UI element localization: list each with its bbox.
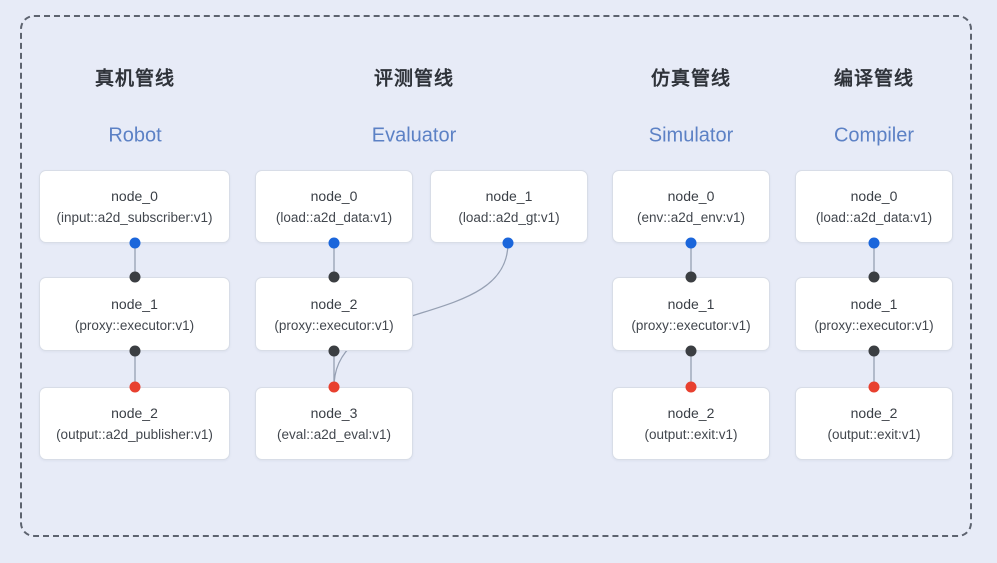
node-label: node_1 bbox=[111, 295, 158, 312]
pipeline-title-zh-simulator: 仿真管线 bbox=[650, 68, 732, 90]
node-box-evaluator-node_2: node_2(proxy::executor:v1) bbox=[255, 277, 413, 351]
pipeline-title-zh-robot: 真机管线 bbox=[94, 68, 176, 90]
black-port-dot bbox=[328, 345, 340, 357]
node-label: node_0 bbox=[310, 188, 358, 204]
blue-port-dot bbox=[129, 237, 141, 249]
node-box-simulator-node_1: node_1(proxy::executor:v1) bbox=[612, 277, 770, 351]
node-box-evaluator-node_0: node_0(load::a2d_data:v1) bbox=[255, 170, 413, 243]
red-port-dot bbox=[685, 381, 697, 393]
node-box-compiler-node_2: node_2(output::exit:v1) bbox=[795, 387, 953, 460]
pipeline-title-en-simulator: Simulator bbox=[648, 124, 734, 147]
black-port-dot bbox=[685, 345, 697, 357]
node-sublabel: (output::exit:v1) bbox=[644, 427, 738, 442]
node-sublabel: (load::a2d_gt:v1) bbox=[458, 210, 560, 225]
black-port-dot bbox=[685, 271, 697, 283]
node-box-evaluator-node_1: node_1(load::a2d_gt:v1) bbox=[430, 170, 588, 243]
pipeline-title-zh-compiler: 编译管线 bbox=[833, 68, 915, 90]
node-label: node_0 bbox=[667, 188, 715, 204]
blue-port-dot bbox=[502, 237, 514, 249]
node-box-compiler-node_1: node_1(proxy::executor:v1) bbox=[795, 277, 953, 351]
node-sublabel: (proxy::executor:v1) bbox=[74, 317, 195, 333]
pipeline-title-en-compiler: Compiler bbox=[833, 124, 915, 147]
node-label: node_0 bbox=[850, 188, 898, 204]
node-sublabel: (load::a2d_data:v1) bbox=[815, 210, 933, 225]
black-port-dot bbox=[868, 345, 880, 357]
node-sublabel: (eval::a2d_eval:v1) bbox=[276, 427, 392, 442]
node-label: node_1 bbox=[850, 295, 898, 312]
blue-port-dot bbox=[685, 237, 697, 249]
blue-port-dot bbox=[868, 237, 880, 249]
black-port-dot bbox=[328, 271, 340, 283]
node-sublabel: (output::exit:v1) bbox=[827, 427, 921, 442]
node-label: node_3 bbox=[310, 405, 358, 421]
node-label: node_2 bbox=[667, 405, 715, 421]
node-box-robot-node_2: node_2(output::a2d_publisher:v1) bbox=[39, 387, 230, 460]
node-box-robot-node_0: node_0(input::a2d_subscriber:v1) bbox=[39, 170, 230, 243]
red-port-dot bbox=[328, 381, 340, 393]
node-box-compiler-node_0: node_0(load::a2d_data:v1) bbox=[795, 170, 953, 243]
pipeline-title-en-evaluator: Evaluator bbox=[371, 124, 457, 147]
black-port-dot bbox=[129, 345, 141, 357]
pipeline-title-en-robot: Robot bbox=[108, 124, 162, 147]
pipeline-title-zh-evaluator: 评测管线 bbox=[373, 68, 455, 90]
node-sublabel: (output::a2d_publisher:v1) bbox=[56, 427, 213, 442]
red-port-dot bbox=[868, 381, 880, 393]
node-box-robot-node_1: node_1(proxy::executor:v1) bbox=[39, 277, 230, 351]
node-label: node_2 bbox=[850, 405, 898, 421]
node-sublabel: (proxy::executor:v1) bbox=[814, 317, 934, 333]
node-sublabel: (proxy::executor:v1) bbox=[274, 317, 394, 333]
node-label: node_1 bbox=[485, 188, 533, 204]
node-sublabel: (env::a2d_env:v1) bbox=[636, 210, 746, 225]
node-label: node_1 bbox=[667, 295, 715, 312]
red-port-dot bbox=[129, 381, 141, 393]
node-sublabel: (input::a2d_subscriber:v1) bbox=[56, 210, 213, 225]
node-label: node_2 bbox=[310, 295, 358, 312]
black-port-dot bbox=[129, 271, 141, 283]
node-sublabel: (load::a2d_data:v1) bbox=[275, 210, 393, 225]
node-sublabel: (proxy::executor:v1) bbox=[631, 317, 751, 333]
node-box-simulator-node_0: node_0(env::a2d_env:v1) bbox=[612, 170, 770, 243]
edge-connector bbox=[333, 242, 509, 388]
node-label: node_0 bbox=[111, 188, 158, 204]
node-box-simulator-node_2: node_2(output::exit:v1) bbox=[612, 387, 770, 460]
node-label: node_2 bbox=[111, 405, 158, 421]
node-box-evaluator-node_3: node_3(eval::a2d_eval:v1) bbox=[255, 387, 413, 460]
dashed-frame bbox=[20, 15, 972, 537]
blue-port-dot bbox=[328, 237, 340, 249]
black-port-dot bbox=[868, 271, 880, 283]
